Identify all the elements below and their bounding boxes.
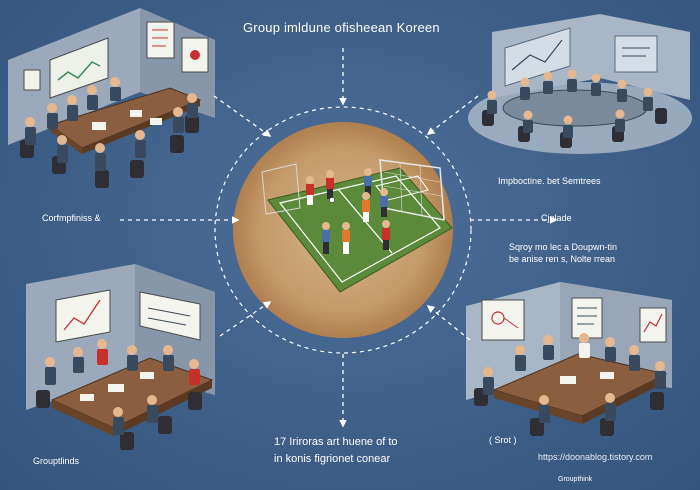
- center-soccer-field-scene: [215, 107, 471, 353]
- bottom-description-line-2: in konis figrionet conear: [274, 451, 398, 468]
- bottom-left-meeting-room-scene: [26, 264, 215, 450]
- bottom-right-caption: Groupthink: [558, 476, 592, 483]
- bottom-right-label: ( Srot ): [489, 435, 517, 445]
- right-description: Sqroy mo lec a Doupwn-tin be anise ren s…: [509, 241, 617, 265]
- bottom-description: 17 Iriroras art huene of to in konis fig…: [274, 434, 398, 468]
- arrow-bottom-right: [428, 306, 470, 340]
- arrow-bottom-left: [220, 302, 270, 336]
- right-description-line-1: Sqroy mo lec a Doupwn-tin: [509, 241, 617, 253]
- top-right-meeting-room-scene: [468, 14, 692, 154]
- diagram-title: Group imldune ofisheean Koreen: [243, 20, 440, 35]
- top-left-meeting-room-scene: [8, 8, 215, 188]
- bottom-left-label: Grouptlinds: [33, 456, 79, 466]
- bottom-description-line-1: 17 Iriroras art huene of to: [274, 434, 398, 451]
- bottom-right-meeting-room-scene: [466, 282, 672, 436]
- watermark-url: https://doonablog.tistory.com: [538, 452, 652, 462]
- right-top-label: Impboctine. bet Semtrees: [498, 176, 601, 186]
- arrow-top-left: [214, 96, 270, 136]
- right-description-line-2: be anise ren s, Nolte rrean: [509, 253, 617, 265]
- left-label: Corfmpfiniss &: [42, 213, 101, 223]
- right-mid-label: Cjplade: [541, 213, 572, 223]
